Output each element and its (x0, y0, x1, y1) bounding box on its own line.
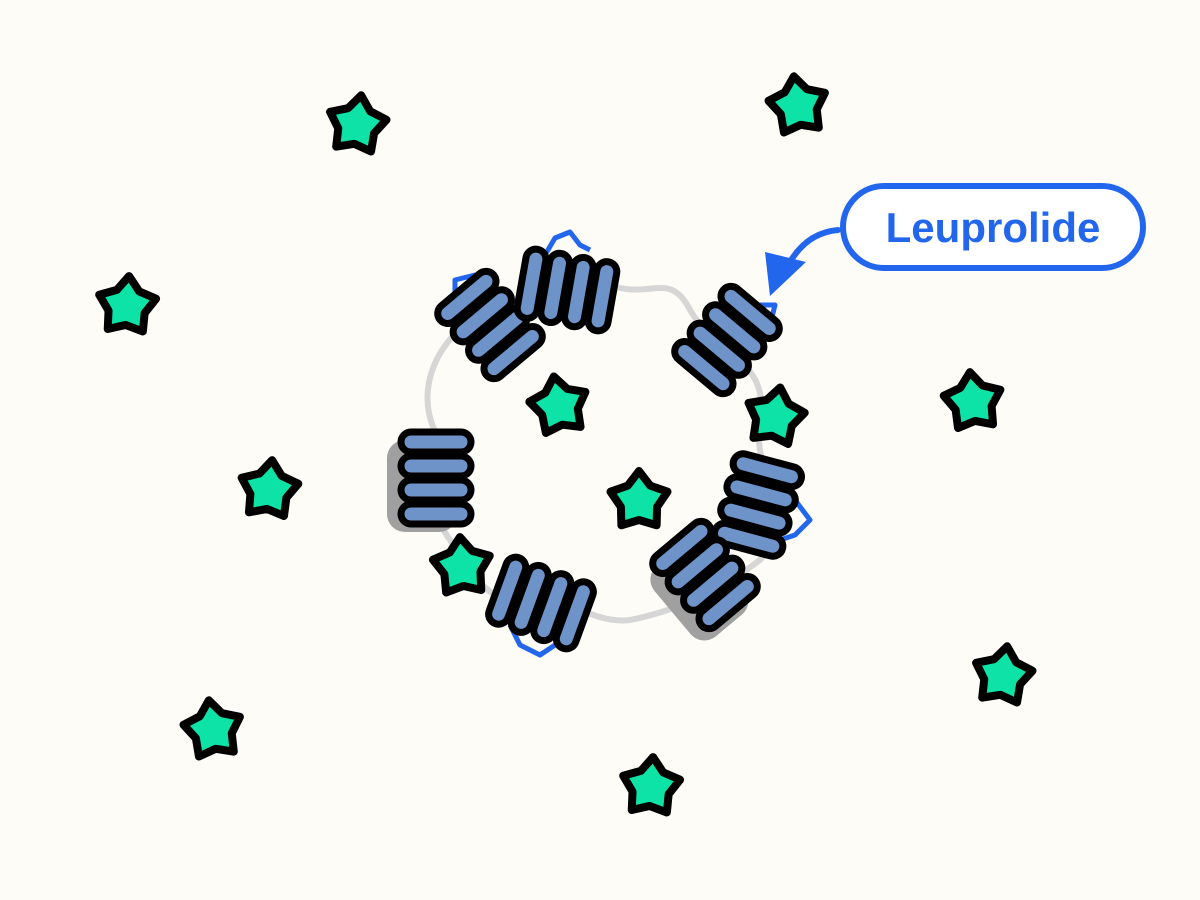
star-molecule-icon (428, 533, 494, 597)
receptor-segment (397, 452, 475, 480)
receptor-segment (723, 473, 799, 514)
receptor-cluster-icon (671, 282, 783, 398)
arrowhead-icon (765, 252, 806, 296)
curved-arrow-icon (787, 227, 841, 265)
receptor-segment (537, 249, 574, 327)
receptor-segment (397, 428, 475, 456)
star-molecule-icon (972, 642, 1037, 707)
receptor-segment (530, 570, 575, 645)
receptor-segment (397, 476, 475, 504)
star-molecule-icon (179, 696, 244, 761)
receptor-segment (702, 301, 768, 361)
receptor-segment (695, 573, 761, 633)
star-molecule-icon (764, 72, 829, 137)
receptor-segment (480, 323, 546, 383)
star-molecule-icon (619, 753, 685, 817)
receptor-segment (649, 517, 715, 577)
receptor-segment (449, 286, 515, 346)
bound-leuprolide-5 (507, 623, 557, 658)
leuprolide-callout: Leuprolide (765, 183, 1146, 296)
receptor-segment (717, 496, 793, 537)
ligand-group (95, 72, 1037, 817)
receptor-cluster-icon (434, 267, 546, 383)
star-molecule-icon (237, 456, 303, 521)
receptor-segment (513, 245, 550, 322)
receptor-segment (664, 536, 730, 596)
star-molecule-icon (525, 372, 590, 437)
receptor-segment (717, 282, 783, 342)
callout-box (840, 183, 1146, 271)
receptor-segment (507, 561, 552, 636)
receptor-segment (686, 319, 752, 379)
star-molecule-icon (326, 91, 391, 156)
receptor-segment (584, 258, 621, 335)
receptor-cluster-icon (513, 245, 621, 335)
receptor-segment (711, 519, 787, 560)
receptor-segment (552, 578, 597, 653)
receptor-cluster-icon (387, 428, 475, 532)
star-molecule-icon (744, 383, 809, 448)
star-molecule-icon (606, 467, 672, 530)
receptor-segment (434, 267, 500, 327)
receptor-group (387, 245, 805, 653)
bound-leuprolide-2 (542, 229, 592, 257)
receptor-cluster-icon (485, 553, 597, 653)
receptor-cluster-icon (649, 517, 761, 641)
receptor-segment (397, 500, 475, 528)
star-molecule-icon (939, 368, 1005, 433)
receptor-segment (729, 450, 805, 491)
receptor-segment (560, 253, 597, 331)
callout-label: Leuprolide (886, 204, 1101, 251)
receptor-segment (671, 338, 737, 398)
receptor-segment (485, 553, 530, 628)
receptor-cluster-icon (711, 450, 805, 560)
receptor-segment (680, 554, 746, 614)
star-molecule-icon (95, 272, 161, 336)
